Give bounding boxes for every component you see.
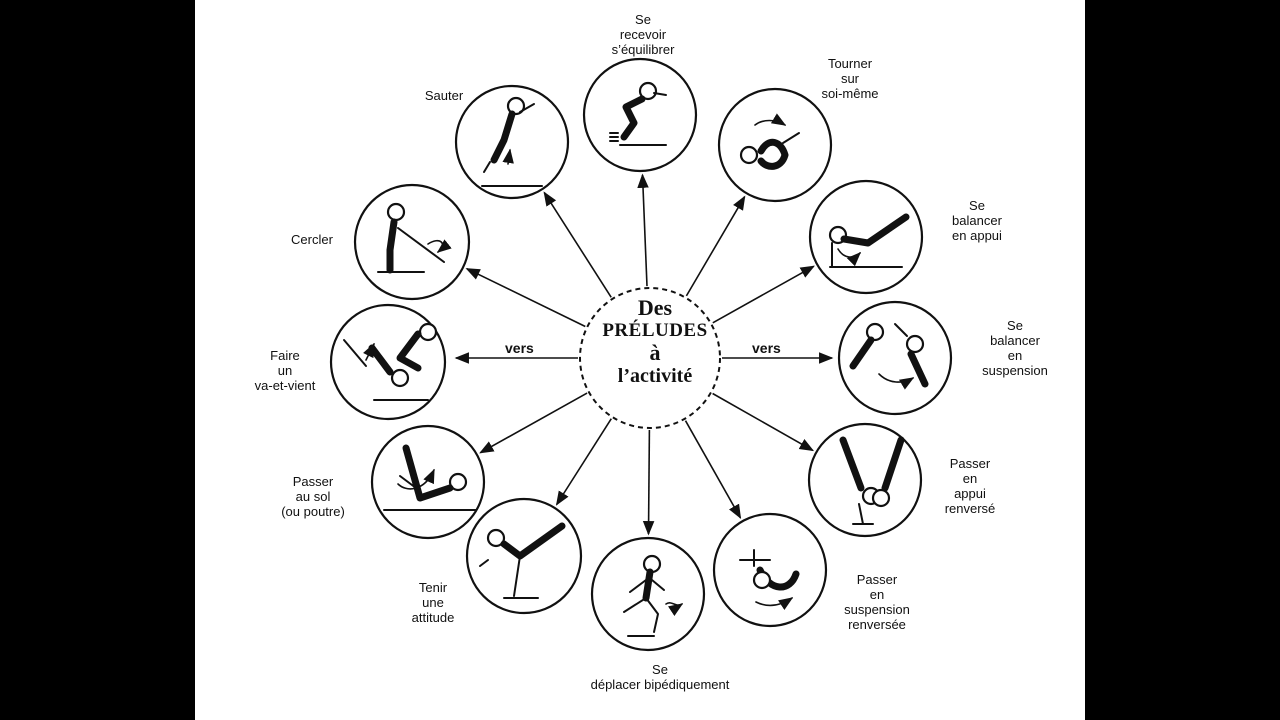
label-va-et-vient-line-2: un [277,363,293,378]
activity-circle-suspension-renversee [712,512,828,628]
arrow-to-suspension-renversee [684,420,742,520]
label-tourner-line-1: Tourner [827,56,873,71]
label-tourner-line-3: soi-même [821,86,879,101]
pictogram-suspension-renversee [739,549,800,610]
label-balancer-suspension-line-4: suspension [982,363,1048,378]
arrow-to-tourner [685,195,746,297]
label-suspension-renversee-line-2: en [869,587,885,602]
label-va-et-vient-line-3: va-et-vient [254,378,316,393]
pictogram-balancer-suspension [849,322,929,390]
center-title: Des PRÉLUDES à l’activité [590,296,720,388]
label-cercler-line-1: Cercler [291,232,333,247]
label-cercler: Cercler [291,232,333,247]
activity-circle-passer-sol [370,424,486,540]
activity-circle-balancer-appui [808,179,924,295]
label-appui-renverse-line-1: Passer [949,456,991,471]
arrow-to-balancer-appui [712,265,815,324]
pictogram-tenir [479,522,566,599]
vers-label-left: vers [505,340,534,356]
label-appui-renverse-line-4: renversé [944,501,996,516]
center-title-line-1: Des [637,295,673,320]
pictogram-deplacer [623,554,684,637]
pictogram-appui-renverse [839,436,905,525]
label-tourner-line-2: sur [840,71,860,86]
label-balancer-suspension-line-2: balancer [990,333,1040,348]
label-tenir-line-1: Tenir [418,580,448,595]
arrow-to-cercler [465,267,586,328]
pictogram-va-et-vient [343,322,438,401]
pictogram-sauter [481,96,543,187]
activity-circle-appui-renverse [807,422,923,538]
label-balancer-suspension-line-1: Se [1007,318,1023,333]
label-tenir-line-2: une [422,595,444,610]
pictogram-se-recevoir [609,81,667,146]
label-suspension-renversee-line-3: suspension [844,602,910,617]
pictogram-tourner [739,113,800,170]
arrow-to-sauter [543,191,612,298]
activity-circle-va-et-vient [329,303,447,421]
activity-circle-se-recevoir [582,57,698,173]
label-passer-sol-line-2: au sol [295,489,331,504]
label-suspension-renversee-line-1: Passer [856,572,898,587]
label-suspension-renversee-line-4: renversée [848,617,906,632]
label-se-recevoir-line-1: Se [635,12,651,27]
label-sauter-line-1: Sauter [424,88,464,103]
activity-circle-sauter [454,84,570,200]
label-sauter: Sauter [425,88,463,103]
vers-label-right: vers [752,340,781,356]
center-dashed-circle [579,287,721,429]
label-se-recevoir-line-2: recevoir [619,27,667,42]
label-appui-renverse-line-3: appui [954,486,986,501]
label-balancer-appui-line-3: en appui [952,228,1002,243]
label-passer-sol-line-3: (ou poutre) [281,504,345,519]
arrow-to-appui-renverse [712,392,815,452]
arrow-to-se-recevoir [637,173,649,287]
label-deplacer-line-1: Se [652,662,668,677]
center-title-line-2: PRÉLUDES [602,320,708,341]
label-passer-sol-line-1: Passer [292,474,334,489]
center-title-line-3: à [649,340,661,365]
pictogram-passer-sol [383,444,477,511]
arrow-to-passer-sol [479,392,588,454]
pictogram-cercler [377,202,452,274]
label-balancer-appui-line-2: balancer [952,213,1002,228]
pictogram-group [343,81,929,637]
activity-circle-cercler [353,183,471,301]
pictogram-balancer-appui [828,213,910,268]
arrow-to-tenir [555,418,612,506]
label-balancer-appui-line-1: Se [969,198,985,213]
label-se-recevoir-line-3: s’équilibrer [611,42,675,57]
label-deplacer-line-2: déplacer bipédiquement [590,677,730,692]
center-title-line-4: l’activité [617,365,693,387]
arrow-group [454,173,834,536]
label-balancer-suspension-line-3: en [1007,348,1023,363]
label-appui-renverse-line-2: en [962,471,978,486]
arrow-to-deplacer [642,429,655,536]
label-tenir-line-3: attitude [411,610,455,625]
label-va-et-vient-line-1: Faire [270,348,300,363]
